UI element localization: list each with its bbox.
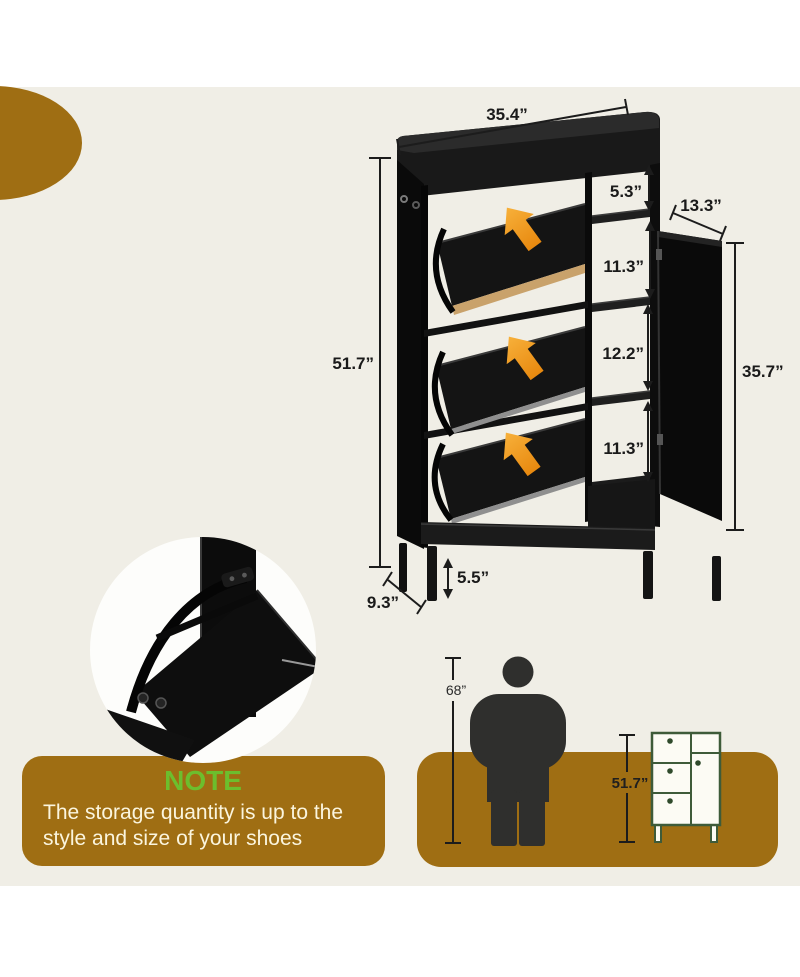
dimension-leg-height: 5.5”: [443, 558, 489, 599]
bottom-white-band: [0, 886, 800, 977]
mini-cabinet-outline: [650, 731, 722, 843]
closeup-lower-panel: [90, 702, 195, 762]
closeup-screw-icon: [155, 697, 167, 709]
dimension-top-compartment: 5.3”: [610, 165, 654, 211]
cabinet-leg: [427, 546, 437, 601]
closeup-support-bar: [155, 592, 259, 642]
flip-up-arrow-icon: [506, 336, 544, 381]
closeup-bracket: [221, 566, 255, 588]
cabinet-top-surface: [397, 111, 659, 153]
dimension-label: 35.4”: [486, 105, 528, 124]
dimension-label: 9.3”: [367, 593, 399, 612]
mini-door-knob-icon: [695, 760, 701, 766]
main-cabinet-illustration: [397, 111, 722, 601]
dimension-label: 35.7”: [742, 362, 784, 381]
cabinet-left-panel: [397, 160, 424, 549]
base-filler: [588, 479, 655, 530]
flip-drawer-open-3: [431, 418, 586, 524]
dimension-lower-compartment: 11.3”: [603, 401, 653, 482]
drawer-wood-edge: [452, 264, 585, 315]
dimension-upper-compartment: 11.3”: [603, 221, 655, 299]
mechanism-closeup-inset: [90, 537, 316, 763]
dimension-middle-compartment: 12.2”: [602, 304, 653, 391]
shelf-board: [592, 297, 650, 312]
door-hinge-icon: [657, 434, 663, 445]
note-banner: [22, 756, 385, 866]
closeup-screw-icon: [137, 692, 149, 704]
drawer-metal-edge: [451, 387, 585, 434]
door-hinge-icon: [656, 249, 662, 260]
dimension-label: 11.3”: [603, 257, 644, 276]
dimension-label: 51.7”: [612, 775, 649, 792]
dimension-label: 11.3”: [603, 439, 644, 458]
size-reference-banner: [417, 752, 778, 867]
dimension-door-height: 35.7”: [726, 242, 784, 531]
dimension-depth: 9.3”: [367, 571, 427, 615]
flip-hinge-arm: [432, 227, 456, 314]
bay-separator: [424, 403, 588, 439]
dimension-label: 13.3”: [680, 196, 722, 215]
flip-hinge-arm: [431, 442, 454, 522]
dimension-label: 51.7”: [332, 354, 374, 373]
bay-separator: [424, 301, 588, 337]
drawer-metal-edge: [451, 477, 585, 524]
frame-edge: [421, 185, 428, 548]
closeup-drawer-panel: [135, 590, 316, 757]
note-body-line2: style and size of your shoes: [43, 827, 302, 850]
flip-up-arrow-icon: [504, 207, 542, 252]
side-hook-icon: [412, 201, 420, 209]
dimension-top-width: 35.4”: [396, 98, 629, 156]
cabinet-leg: [712, 556, 721, 601]
size-reference-group: 68” 51.7”: [445, 656, 722, 846]
dimension-label: 12.2”: [602, 344, 644, 363]
center-divider: [585, 172, 592, 522]
cabinet-leg: [399, 543, 407, 592]
dimension-cabinet-height: 51.7”: [332, 157, 391, 568]
person-silhouette: [470, 656, 566, 846]
flip-up-arrow-icon: [503, 432, 541, 477]
top-white-band: [0, 0, 800, 87]
side-hook-icon: [400, 195, 408, 203]
shelf-board: [592, 209, 650, 224]
flip-drawer-open-2: [431, 326, 586, 437]
cabinet-leg: [643, 551, 653, 599]
dimension-label: 5.3”: [610, 182, 642, 201]
closeup-rod: [281, 659, 316, 669]
mini-drawer-knob-icon: [667, 798, 673, 804]
flip-hinge-arm: [431, 350, 455, 437]
open-cabinet-door: [656, 230, 722, 521]
dimension-door-width: 13.3”: [669, 196, 727, 242]
note-body-line1: The storage quantity is up to the: [43, 801, 343, 824]
mini-drawer-knob-icon: [667, 768, 673, 774]
mini-drawer-knob-icon: [667, 738, 673, 744]
dimension-mini-cabinet-height: 51.7”: [612, 734, 649, 843]
corner-accent-shape: [0, 86, 82, 200]
note-text-group: NOTE The storage quantity is up to the s…: [43, 765, 343, 850]
dimension-label: 68”: [446, 682, 467, 698]
dimension-label: 5.5”: [457, 568, 489, 587]
dimension-person-height: 68”: [445, 657, 467, 844]
dimension-annotations: 35.4” 51.7” 5.3” 11.3” 12.2”: [332, 98, 784, 615]
shelf-board: [592, 391, 650, 406]
note-title: NOTE: [164, 765, 242, 796]
